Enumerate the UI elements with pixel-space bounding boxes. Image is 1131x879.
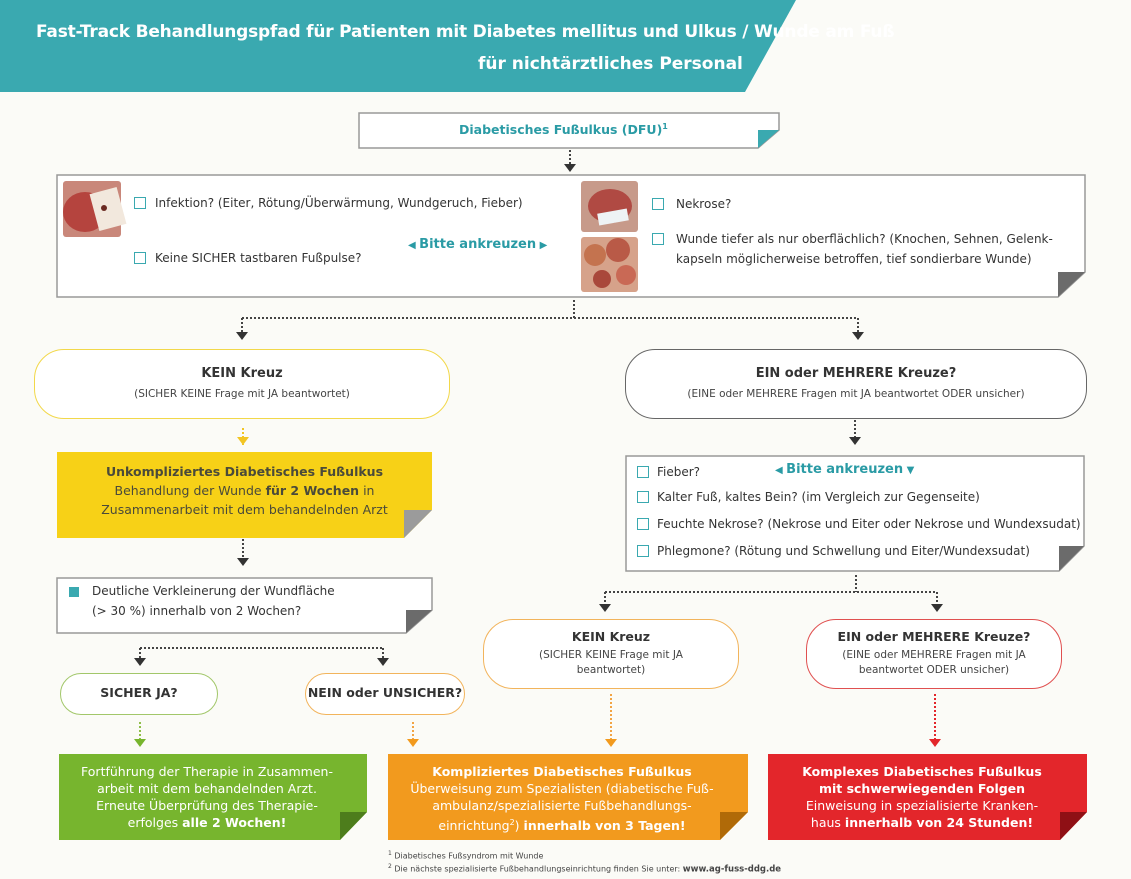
orange-line-4: einrichtung2) innerhalb von 3 Tagen! — [392, 814, 732, 834]
pill-sure-yes-text: SICHER JA? — [100, 685, 178, 700]
checkbox-necrosis[interactable] — [652, 198, 664, 210]
orange-line-3: ambulanz/spezialisierte Fußbehandlungs- — [432, 798, 692, 813]
orange-footnote-ref: 2 — [509, 818, 515, 827]
footnote-1: 1 Diabetisches Fußsyndrom mit Wunde — [388, 850, 543, 861]
green-line-2: arbeit mit dem behandelnden Arzt. — [97, 781, 317, 796]
question-pulses: Keine SICHER tastbaren Fußpulse? — [155, 251, 362, 265]
hint-check-1: ◀ Bitte ankreuzen ▶ — [408, 237, 547, 252]
arrowheads — [134, 164, 943, 666]
question-phlegmon: Phlegmone? (Rötung und Schwellung und Ei… — [657, 544, 1030, 558]
green-l4a: erfolges — [127, 815, 183, 830]
dfu-label: Diabetisches Fußulkus (DFU)1 — [459, 122, 668, 137]
yellow-title: Unkompliziertes Diabetisches Fußulkus — [105, 464, 384, 479]
pill-cross-2-sub1: (EINE oder MEHRERE Fragen mit JA — [842, 649, 1026, 661]
orange-box-text: Kompliziertes Diabetisches Fußulkus Über… — [392, 763, 732, 834]
pill-cross-2-title: EIN oder MEHRERE Kreuze? — [837, 629, 1031, 644]
yellow-l2c: in — [359, 483, 375, 498]
hint-check-2: ◀ Bitte ankreuzen ▼ — [775, 462, 914, 477]
pill-sure-yes: SICHER JA? — [60, 673, 218, 715]
red-box-text: Komplexes Diabetisches Fußulkus mit schw… — [772, 763, 1072, 831]
red-line-4: haus innerhalb von 24 Stunden! — [772, 814, 1072, 831]
red-l4a: haus — [810, 815, 845, 830]
red-l4b: innerhalb von 24 Stunden! — [844, 815, 1034, 830]
green-l4b: alle 2 Wochen! — [182, 815, 287, 830]
pill-no-cross-2-title: KEIN Kreuz — [571, 629, 651, 644]
orange-line-2: Überweisung zum Spezialisten (diabetisch… — [410, 781, 714, 796]
yellow-box-shape — [57, 452, 432, 538]
bullet-square-icon — [69, 587, 79, 597]
pill-cross-2: EIN oder MEHRERE Kreuze? (EINE oder MEHR… — [806, 619, 1062, 689]
hint2-left-arrow-icon: ◀ — [775, 465, 787, 476]
hint-left-arrow-icon: ◀ — [408, 240, 420, 251]
orange-l4a: einrichtung — [438, 818, 510, 834]
checkbox-deep-wound[interactable] — [652, 233, 664, 245]
yellow-line-2: Behandlung der Wunde für 2 Wochen in — [57, 481, 432, 500]
title-banner-shape — [0, 0, 796, 92]
hint-text-1: Bitte ankreuzen — [419, 237, 537, 252]
orange-l4c: innerhalb von 3 Tagen! — [523, 818, 686, 834]
pill-no-cross: KEIN Kreuz (SICHER KEINE Frage mit JA be… — [34, 349, 450, 419]
pill-no-cross-sub: (SICHER KEINE Frage mit JA beantwortet) — [134, 388, 350, 400]
question-deep-line-1: Wunde tiefer als nur oberflächlich? (Kno… — [676, 232, 1053, 246]
pill-no-cross-title: KEIN Kreuz — [201, 366, 283, 381]
green-line-1: Fortführung der Therapie in Zusammen- — [81, 764, 333, 779]
green-line-4: erfolges alle 2 Wochen! — [62, 814, 352, 831]
checkbox-pulses[interactable] — [134, 252, 146, 264]
wound-photo-3 — [581, 237, 638, 292]
checkbox-phlegmon[interactable] — [637, 545, 649, 557]
title-line-1: Fast-Track Behandlungspfad für Patienten… — [36, 22, 895, 42]
footnote-2-mark: 2 — [388, 863, 392, 870]
yellow-box-text: Unkompliziertes Diabetisches Fußulkus Be… — [57, 462, 432, 519]
pill-no-cross-2: KEIN Kreuz (SICHER KEINE Frage mit JA be… — [483, 619, 739, 689]
pill-no-unsure-text: NEIN oder UNSICHER? — [307, 685, 463, 700]
question-wet-necrosis: Feuchte Nekrose? (Nekrose und Eiter oder… — [657, 517, 1081, 531]
pill-cross-title: EIN oder MEHRERE Kreuze? — [755, 366, 957, 381]
checkbox-fever[interactable] — [637, 466, 649, 478]
question-deep-line-2: kapseln möglicherweise betroffen, tief s… — [676, 252, 1032, 266]
question-necrosis: Nekrose? — [676, 197, 732, 211]
red-box-shape — [768, 754, 1087, 840]
question-infection: Infektion? (Eiter, Rötung/Überwärmung, W… — [155, 196, 523, 210]
wound-photo-2 — [581, 181, 638, 232]
pill-cross: EIN oder MEHRERE Kreuze? (EINE oder MEHR… — [625, 349, 1087, 419]
dfu-text: Diabetisches Fußulkus (DFU) — [459, 122, 663, 138]
hint2-down-arrow-icon: ▼ — [903, 465, 915, 476]
yellow-l2b: für 2 Wochen — [265, 483, 360, 498]
pill-no-cross-2-sub1: (SICHER KEINE Frage mit JA — [539, 649, 683, 661]
hint-text-2: Bitte ankreuzen — [786, 462, 904, 477]
yellow-line-3: Zusammenarbeit mit dem behandelnden Arzt — [101, 502, 388, 517]
footnote-2-text: Die nächste spezialisierte Fußbehandlung… — [394, 864, 681, 874]
footnote-1-text: Diabetisches Fußsyndrom mit Wunde — [394, 851, 544, 861]
yellow-l2a: Behandlung der Wunde — [114, 483, 266, 498]
shrink-question-line-2: (> 30 %) innerhalb von 2 Wochen? — [92, 604, 302, 618]
footnote-2: 2 Die nächste spezialisierte Fußbehandlu… — [388, 863, 781, 875]
checkbox-cold-foot[interactable] — [637, 491, 649, 503]
checkbox-infection[interactable] — [134, 197, 146, 209]
pill-no-unsure: NEIN oder UNSICHER? — [305, 673, 465, 715]
green-box-text: Fortführung der Therapie in Zusammen- ar… — [62, 763, 352, 831]
red-title-1: Komplexes Diabetisches Fußulkus — [802, 764, 1042, 779]
orange-l4b: ) — [514, 818, 524, 834]
hint-right-arrow-icon: ▶ — [536, 240, 548, 251]
question-fever: Fieber? — [657, 465, 701, 479]
pill-no-cross-2-sub2: beantwortet) — [576, 664, 646, 676]
red-title-2: mit schwerwiegenden Folgen — [818, 781, 1026, 796]
dfu-footnote-ref: 1 — [662, 122, 668, 131]
shrink-question-line-1: Deutliche Verkleinerung der Wundfläche — [92, 584, 335, 598]
red-line-3: Einweisung in spezialisierte Kranken- — [805, 798, 1039, 813]
checkbox-wet-necrosis[interactable] — [637, 518, 649, 530]
green-box-shape — [59, 754, 367, 840]
footnote-1-mark: 1 — [388, 850, 392, 857]
orange-box-shape — [388, 754, 748, 840]
green-line-3: Erneute Überprüfung des Therapie- — [96, 798, 318, 813]
orange-connectors — [412, 694, 612, 744]
wound-photo-1 — [63, 181, 127, 237]
pill-cross-sub: (EINE oder MEHRERE Fragen mit JA beantwo… — [687, 388, 1025, 400]
orange-title: Kompliziertes Diabetisches Fußulkus — [432, 764, 692, 779]
question-cold-foot: Kalter Fuß, kaltes Bein? (im Vergleich z… — [657, 490, 980, 504]
footnote-2-url[interactable]: www.ag-fuss-ddg.de — [682, 864, 782, 875]
pill-cross-2-sub2: beantwortet ODER unsicher) — [858, 664, 1010, 676]
title-line-2: für nichtärztliches Personal — [478, 54, 743, 74]
